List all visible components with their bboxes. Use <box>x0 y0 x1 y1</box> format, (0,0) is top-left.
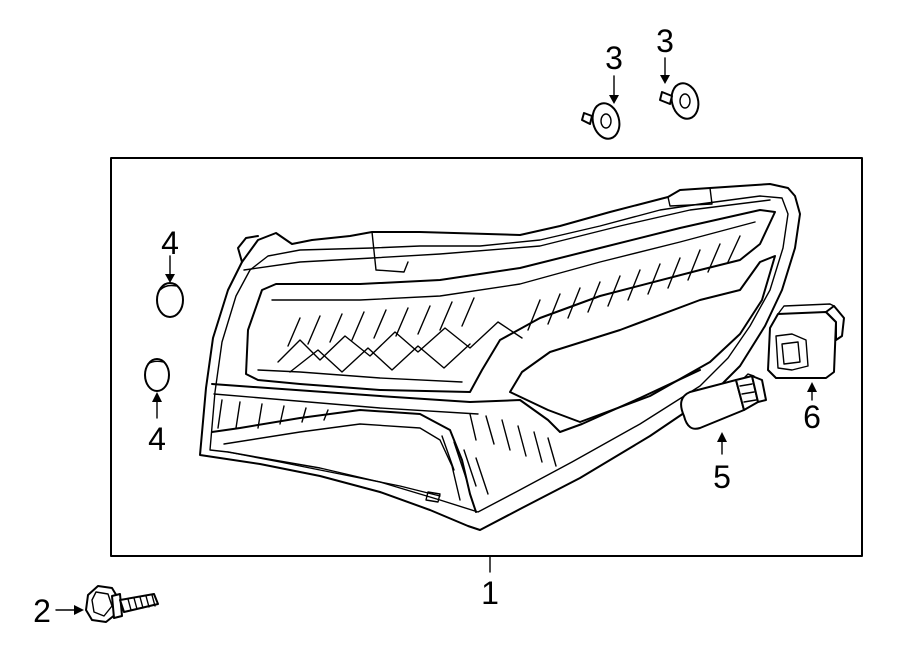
cap-lower[interactable] <box>144 358 170 392</box>
callout-4b: 4 <box>148 421 166 457</box>
arrowhead-2 <box>74 605 84 615</box>
arrowhead-3a <box>609 95 619 104</box>
arrowhead-4a <box>165 274 175 283</box>
callout-5: 5 <box>713 459 731 495</box>
callout-4a: 4 <box>161 225 179 261</box>
bolt[interactable] <box>85 585 159 623</box>
tail-lamp-assembly[interactable] <box>199 183 801 531</box>
callout-1: 1 <box>481 575 499 611</box>
cap-upper[interactable] <box>156 282 184 318</box>
arrowhead-5 <box>717 432 727 442</box>
assembly-frame <box>110 157 863 557</box>
arrowhead-3b <box>660 75 670 84</box>
bulb[interactable] <box>680 373 767 430</box>
bulb-socket[interactable] <box>767 303 845 379</box>
callout-2: 2 <box>33 593 51 629</box>
clip-b[interactable] <box>659 80 702 122</box>
arrowhead-4b <box>152 392 162 402</box>
callout-3a: 3 <box>605 40 623 76</box>
callout-3b: 3 <box>656 23 674 59</box>
callout-6: 6 <box>803 399 821 435</box>
clip-a[interactable] <box>581 100 623 142</box>
arrowhead-6 <box>807 382 817 392</box>
